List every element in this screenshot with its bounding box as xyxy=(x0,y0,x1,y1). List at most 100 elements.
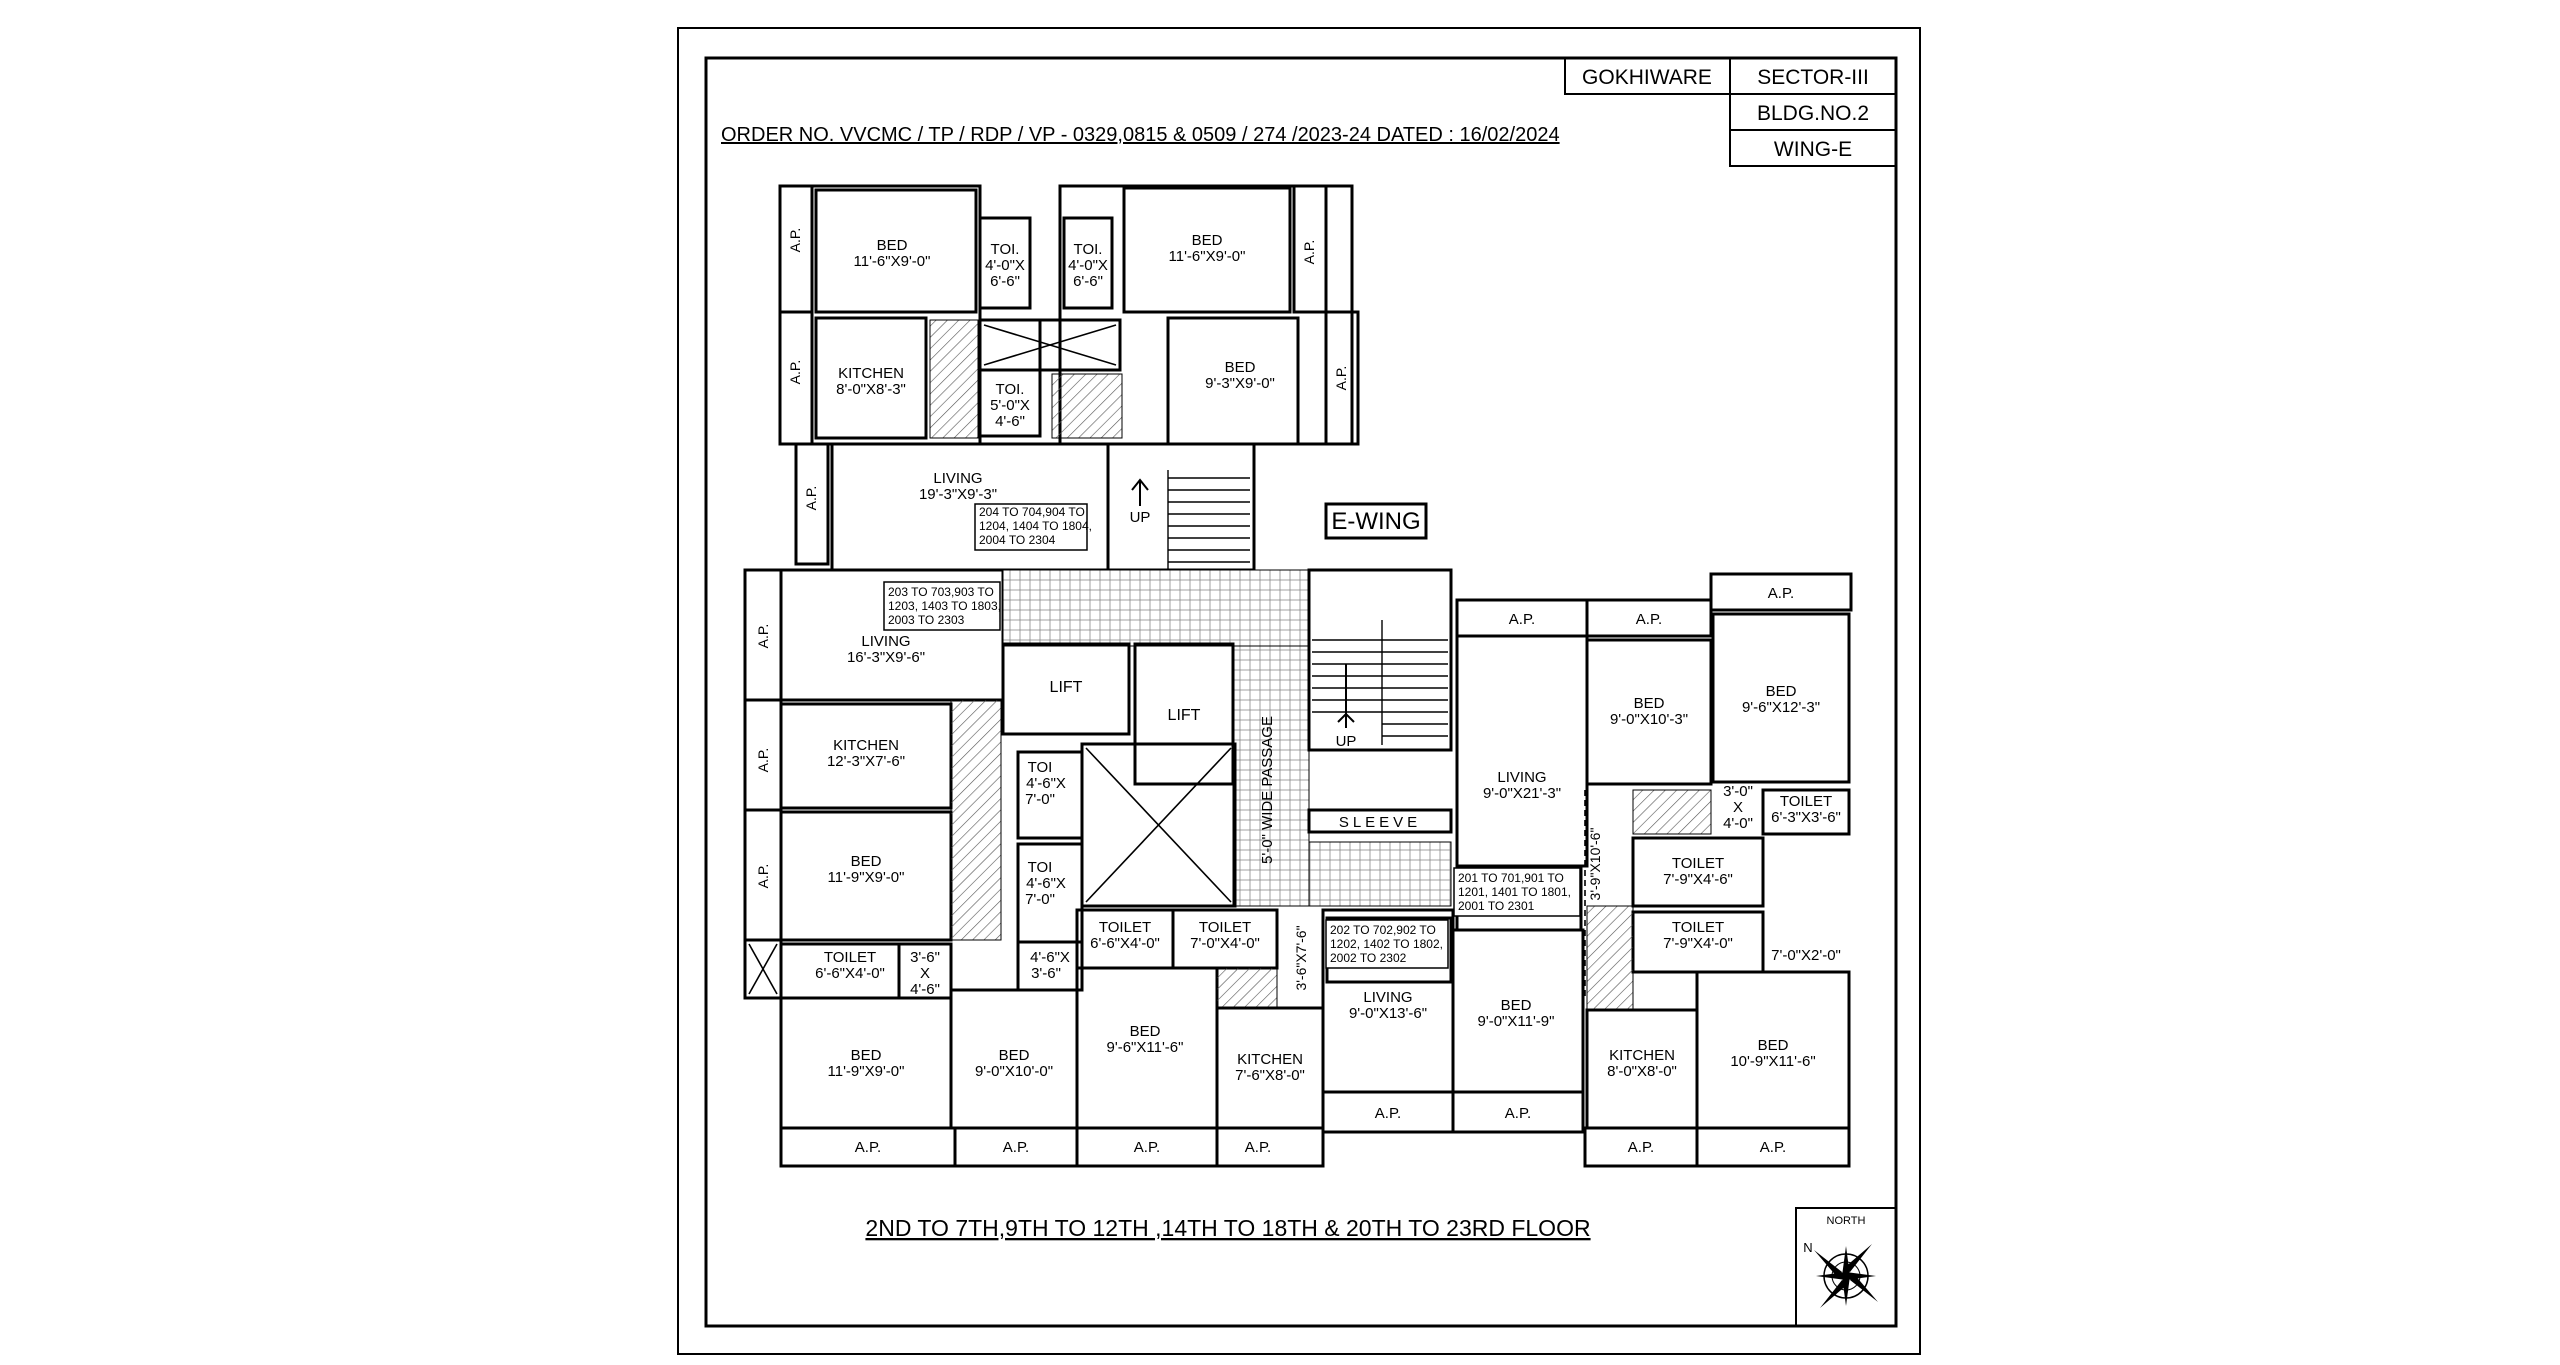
room-r12-name: TOILET xyxy=(824,949,876,966)
room-r30-name: BED xyxy=(1758,1037,1789,1054)
dim-d2-a: 4'-6"X xyxy=(1030,949,1070,966)
room-r16-size1: 4'-6"X xyxy=(1026,875,1066,892)
note-204-line1: 204 TO 704,904 TO xyxy=(979,505,1085,519)
room-r9-size: 16'-3"X9'-6" xyxy=(847,649,925,666)
sleeve-label: SLEEVE xyxy=(1339,814,1421,831)
note-202-box xyxy=(1325,919,1449,969)
room-r5-name: KITCHEN xyxy=(838,365,904,382)
room-r25-name: BED xyxy=(1766,683,1797,700)
room-r9-name: LIVING xyxy=(861,633,910,650)
room-r15-size2: 7'-0" xyxy=(1025,791,1055,808)
room-r8-name: LIVING xyxy=(933,470,982,487)
note-204-line2: 1204, 1404 TO 1804, xyxy=(979,519,1092,533)
ap-top-left-1: A.P. xyxy=(787,228,803,253)
note-201-line1: 201 TO 701,901 TO xyxy=(1458,871,1564,885)
room-r2-size1: 4'-0"X xyxy=(985,257,1025,274)
room-r22-size: 9'-0"X11'-9" xyxy=(1478,1013,1555,1030)
room-r5-size: 8'-0"X8'-3" xyxy=(836,381,906,398)
e-wing-label: E-WING xyxy=(1331,508,1420,535)
stair-up-mid: UP xyxy=(1336,733,1357,750)
room-r14-size: 9'-0"X10'-0" xyxy=(975,1063,1053,1080)
ap-bottom-8: A.P. xyxy=(1760,1139,1786,1156)
note-203-line1: 203 TO 703,903 TO xyxy=(888,585,994,599)
floor-caption: 2ND TO 7TH,9TH TO 12TH ,14TH TO 18TH & 2… xyxy=(865,1215,1590,1241)
dim-d3-a: 3'-0" xyxy=(1723,783,1753,800)
ap-bottom-6: A.P. xyxy=(1505,1105,1531,1122)
ap-bottom-1: A.P. xyxy=(855,1139,881,1156)
note-204-line3: 2004 TO 2304 xyxy=(979,533,1056,547)
room-r6-size2: 4'-6" xyxy=(995,413,1025,430)
room-r18-name: TOILET xyxy=(1199,919,1251,936)
dim-d3-c: 4'-0" xyxy=(1723,815,1753,832)
ap-bottom-7: A.P. xyxy=(1628,1139,1654,1156)
dim-d1-c: 4'-6" xyxy=(910,981,940,998)
walls xyxy=(743,184,1853,1168)
note-204-box xyxy=(974,503,1088,551)
lift-2-label: LIFT xyxy=(1168,707,1201,724)
stair-arrow-mid xyxy=(1337,664,1355,728)
room-r15-size1: 4'-6"X xyxy=(1026,775,1066,792)
e-wing-box xyxy=(1324,502,1428,540)
room-r17-name: TOILET xyxy=(1099,919,1151,936)
ap-top-left-2: A.P. xyxy=(787,360,803,385)
stair-up-top: UP xyxy=(1130,509,1151,526)
room-r7-name: BED xyxy=(1225,359,1256,376)
room-r23-size: 9'-0"X21'-3" xyxy=(1483,785,1561,802)
north-label: NORTH xyxy=(1827,1215,1866,1227)
room-r6-name: TOI. xyxy=(996,381,1025,398)
room-r29-name: KITCHEN xyxy=(1609,1047,1675,1064)
room-r21-size: 9'-0"X13'-6" xyxy=(1349,1005,1427,1022)
room-r26-name: TOILET xyxy=(1780,793,1832,810)
room-r24-name: BED xyxy=(1634,695,1665,712)
note-201-box xyxy=(1453,867,1581,917)
room-r1-name: BED xyxy=(877,237,908,254)
dim-d2-b: 3'-6" xyxy=(1031,965,1061,982)
room-r27-size: 7'-9"X4'-6" xyxy=(1663,871,1733,888)
note-203-box xyxy=(883,581,1001,631)
room-r20-size: 7'-6"X8'-0" xyxy=(1235,1067,1305,1084)
room-r7-size: 9'-3"X9'-0" xyxy=(1205,375,1275,392)
room-r15-name: TOI xyxy=(1028,759,1053,776)
room-r17-size: 6'-6"X4'-0" xyxy=(1090,935,1160,952)
room-r3-size2: 6'-6" xyxy=(1073,273,1103,290)
dim-d4: 7'-0"X2'-0" xyxy=(1771,947,1841,964)
room-r16-name: TOI xyxy=(1028,859,1053,876)
dim-d5: 3'-6"X7'-6" xyxy=(1293,925,1309,990)
room-r18-size: 7'-0"X4'-0" xyxy=(1190,935,1260,952)
room-r11-name: BED xyxy=(851,853,882,870)
ap-left-2: A.P. xyxy=(755,748,771,773)
ap-right-3: A.P. xyxy=(1768,585,1794,602)
title-gokhiware: GOKHIWARE xyxy=(1582,66,1712,89)
dim-d6: 3'-9"X10'-6" xyxy=(1587,828,1603,901)
ap-right-1: A.P. xyxy=(1509,611,1535,628)
dim-d1-b: X xyxy=(920,965,930,982)
dim-d1-a: 3'-6" xyxy=(910,949,940,966)
north-compass: NORTH N xyxy=(1795,1207,1897,1327)
room-r13-size: 11'-9"X9'-0" xyxy=(828,1063,905,1080)
ap-bottom-4: A.P. xyxy=(1245,1139,1271,1156)
order-number: ORDER NO. VVCMC / TP / RDP / VP - 0329,0… xyxy=(721,124,1560,146)
title-sector: SECTOR-III xyxy=(1757,66,1869,89)
stair-arrow-top xyxy=(1131,478,1149,506)
ap-bottom-5: A.P. xyxy=(1375,1105,1401,1122)
ap-right-2: A.P. xyxy=(1636,611,1662,628)
note-201-line3: 2001 TO 2301 xyxy=(1458,899,1535,913)
lift-1-label: LIFT xyxy=(1050,679,1083,696)
room-r23-name: LIVING xyxy=(1497,769,1546,786)
room-r29-size: 8'-0"X8'-0" xyxy=(1607,1063,1677,1080)
ap-left-3: A.P. xyxy=(755,864,771,889)
room-r4-size: 11'-6"X9'-0" xyxy=(1169,248,1246,265)
note-203-line2: 1203, 1403 TO 1803, xyxy=(888,599,1001,613)
room-r21-name: LIVING xyxy=(1363,989,1412,1006)
room-r1-size: 11'-6"X9'-0" xyxy=(854,253,931,270)
room-r2-size2: 6'-6" xyxy=(990,273,1020,290)
passage-label: 5'-0" WIDE PASSAGE xyxy=(1259,716,1276,864)
room-r13-name: BED xyxy=(851,1047,882,1064)
ap-left-1: A.P. xyxy=(755,624,771,649)
room-r28-size: 7'-9"X4'-0" xyxy=(1663,935,1733,952)
note-202-line1: 202 TO 702,902 TO xyxy=(1330,923,1436,937)
room-r11-size: 11'-9"X9'-0" xyxy=(828,869,905,886)
room-r19-size: 9'-6"X11'-6" xyxy=(1107,1039,1184,1056)
ap-bottom-2: A.P. xyxy=(1003,1139,1029,1156)
room-r10-size: 12'-3"X7'-6" xyxy=(827,753,905,770)
